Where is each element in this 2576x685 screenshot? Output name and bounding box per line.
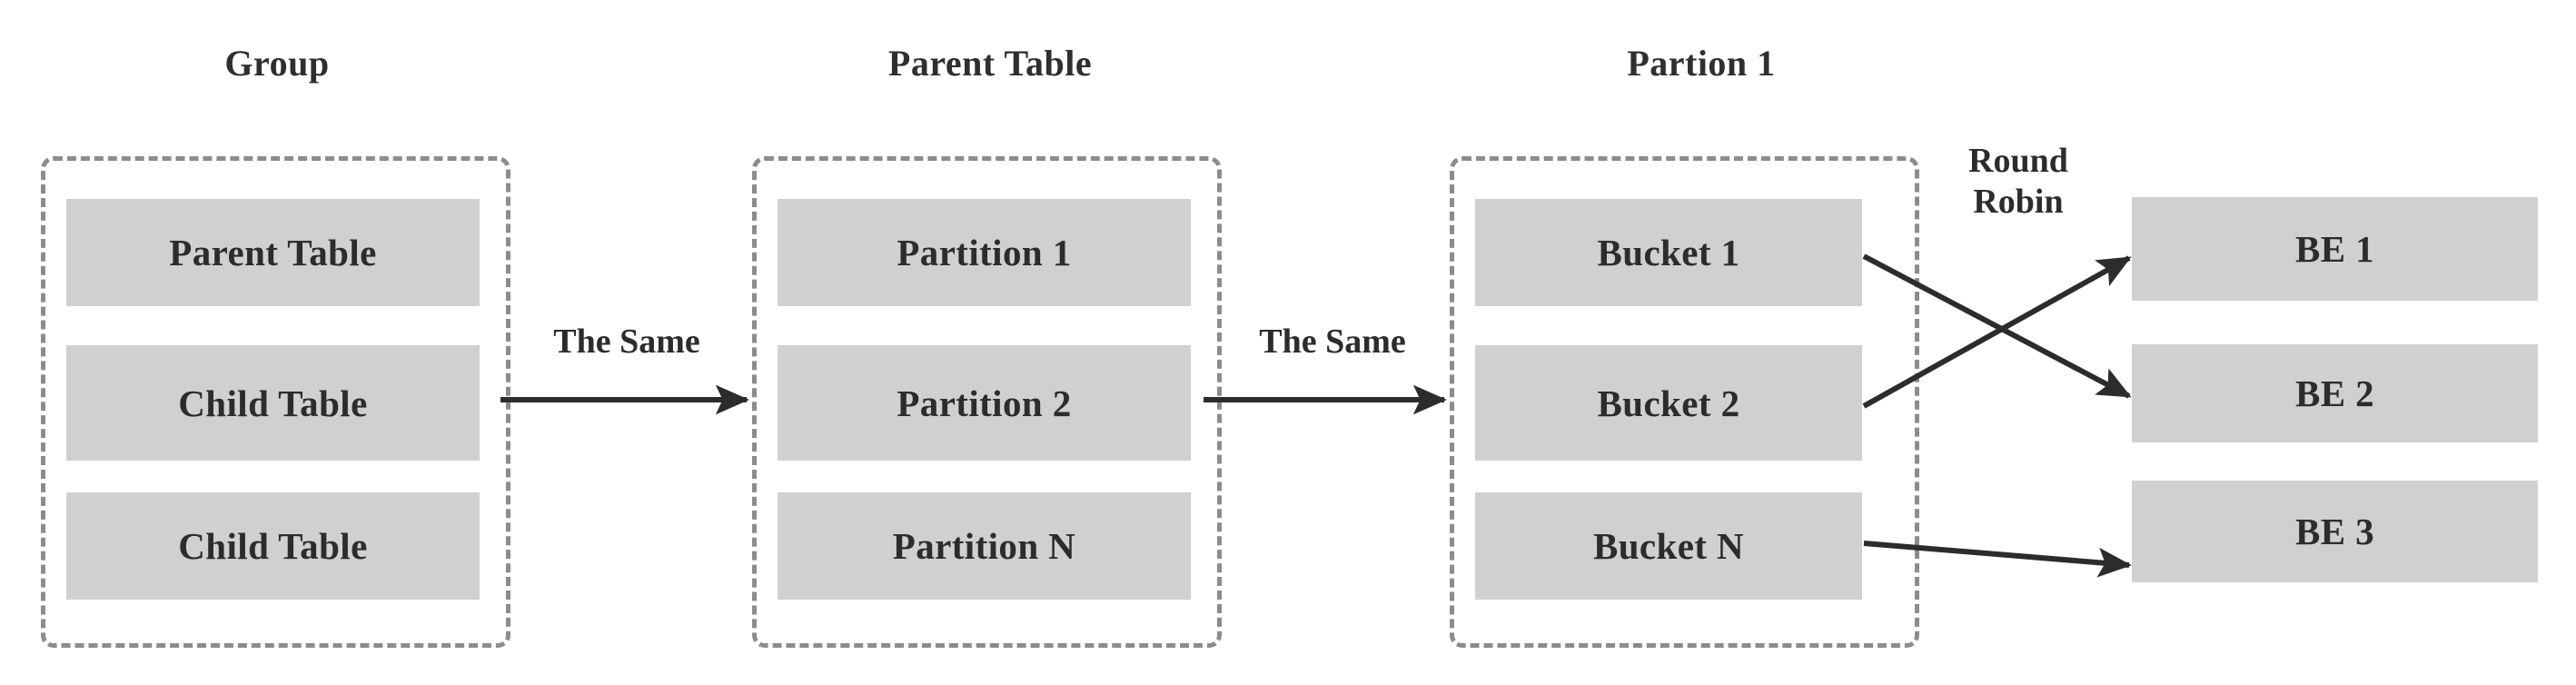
bar-child-table-2[interactable]: Child Table bbox=[66, 492, 480, 600]
bar-label: Bucket 2 bbox=[1597, 382, 1740, 424]
bar-label: BE 3 bbox=[2294, 511, 2375, 552]
edge-label-round-robin: Round Robin bbox=[1968, 141, 2068, 223]
bar-label: Bucket 1 bbox=[1597, 232, 1740, 273]
bar-be-2[interactable]: BE 2 bbox=[2132, 344, 2538, 442]
edge-label-line: Robin bbox=[1973, 182, 2064, 221]
bar-partition-n[interactable]: Partition N bbox=[778, 492, 1191, 600]
edge-label-the-same-1: The Same bbox=[553, 323, 700, 361]
edge-label-the-same-2: The Same bbox=[1259, 323, 1406, 361]
bar-label: Parent Table bbox=[169, 232, 377, 273]
bar-label: Partition 2 bbox=[897, 382, 1072, 424]
bar-label: Partition N bbox=[892, 525, 1076, 567]
bar-parent-table[interactable]: Parent Table bbox=[66, 199, 480, 306]
bar-label: Bucket N bbox=[1592, 525, 1745, 567]
bar-be-3[interactable]: BE 3 bbox=[2132, 481, 2538, 582]
bar-partition-1[interactable]: Partition 1 bbox=[778, 199, 1191, 306]
bar-label: BE 2 bbox=[2294, 372, 2375, 414]
bar-bucket-1[interactable]: Bucket 1 bbox=[1475, 199, 1862, 306]
bar-label: Child Table bbox=[178, 525, 368, 567]
bar-label: Child Table bbox=[178, 382, 368, 424]
column-title-group: Group bbox=[224, 43, 330, 84]
column-title-partion-1: Partion 1 bbox=[1627, 43, 1776, 84]
bar-be-1[interactable]: BE 1 bbox=[2132, 197, 2538, 301]
bar-child-table-1[interactable]: Child Table bbox=[66, 345, 480, 461]
bar-label: Partition 1 bbox=[897, 232, 1072, 273]
bar-partition-2[interactable]: Partition 2 bbox=[778, 345, 1191, 461]
bar-bucket-n[interactable]: Bucket N bbox=[1475, 492, 1862, 600]
column-title-parent-table: Parent Table bbox=[887, 43, 1093, 84]
edge-label-line: Round bbox=[1968, 142, 2068, 180]
bar-bucket-2[interactable]: Bucket 2 bbox=[1475, 345, 1862, 461]
bar-label: BE 1 bbox=[2294, 228, 2375, 270]
